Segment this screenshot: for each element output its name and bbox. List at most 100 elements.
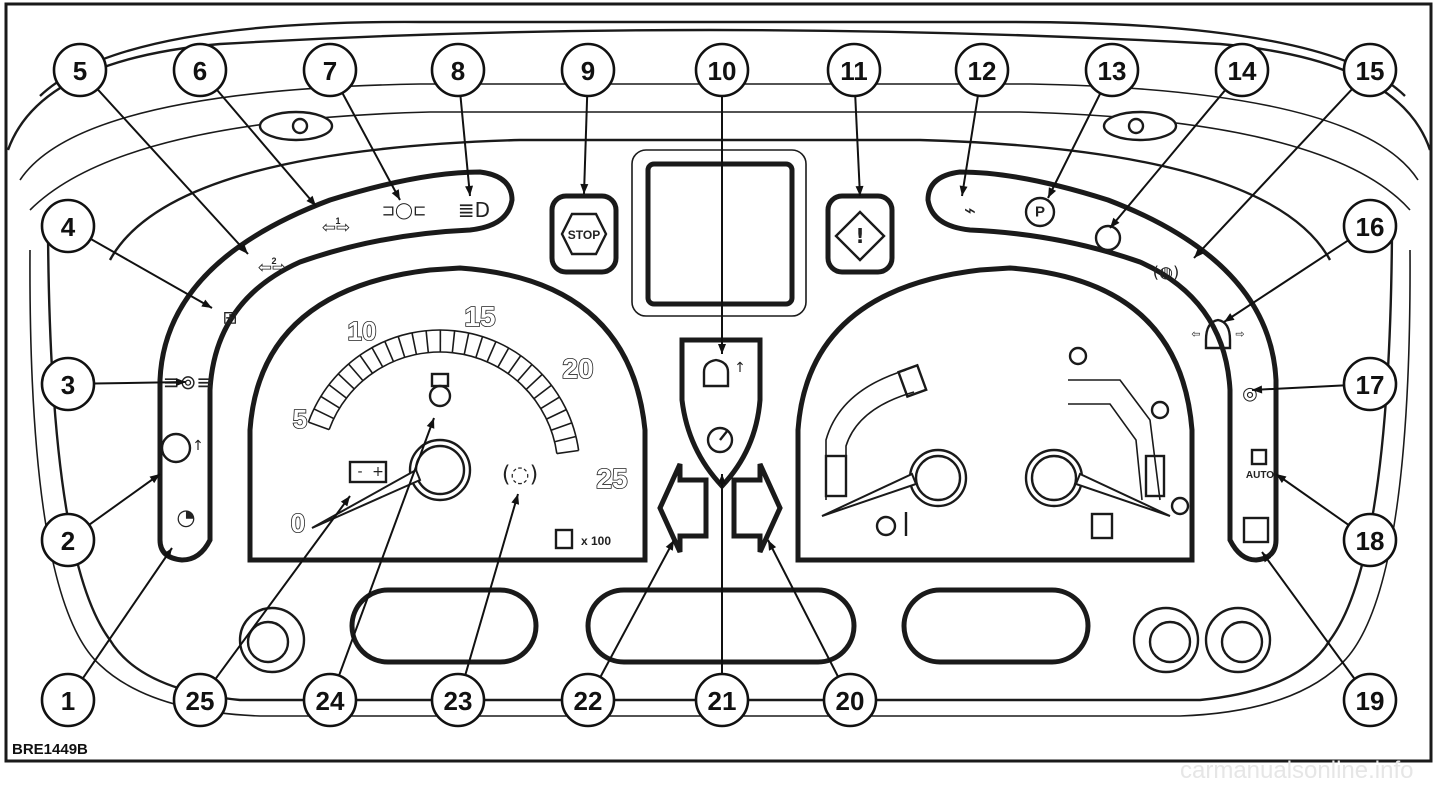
tachometer-hub [408,438,472,502]
auto-mode-icon [1250,448,1268,466]
right-mount-screw [1127,117,1145,135]
temp-gauge-hub [908,448,968,508]
callout-leader-4 [90,237,213,309]
trailer-2-indicator-icon: ⇦⇨ [258,258,287,278]
tach-tick [397,336,406,358]
callout-arrowhead-19 [1262,552,1272,563]
temp-arc-outer [845,391,915,496]
temp-arc-inner [825,369,907,500]
callout-leaders [81,88,1356,680]
callout-arrowhead-7 [391,189,400,200]
fuel-filter-icon [1242,516,1270,544]
callout-7-label: 7 [323,56,337,86]
right-switch-blank [901,587,1091,665]
right-warning-strip [925,169,1279,563]
right-mount-boss [1102,110,1178,142]
callout-24-label: 24 [316,686,345,716]
callout-leader-1 [81,547,173,680]
callout-8-label: 8 [451,56,465,86]
fuel-gauge-hub [1024,448,1084,508]
callout-leader-24 [338,417,435,676]
tach-tick [308,421,330,431]
callout-arrowhead-12 [959,185,968,196]
callout-8-bubble [430,42,486,98]
callout-leader-11 [854,95,861,197]
tach-tick [411,332,418,355]
transmission-temp-icon: ◎ [1242,384,1258,405]
callout-1-label: 1 [61,686,75,716]
tach-tick [347,363,364,382]
callout-24-bubble [302,672,358,728]
callout-leader-13 [1047,92,1102,199]
tach-tick [533,384,552,400]
callout-3-bubble [40,356,96,412]
callout-3-label: 3 [61,370,75,400]
tach-tick [525,373,543,390]
tachometer-scale [307,329,580,455]
trailer-brake-icon [1094,224,1122,252]
callout-leader-25 [214,495,351,680]
callout-21-bubble [694,672,750,728]
callout-leader-15 [1193,88,1353,259]
callout-arrowhead-24 [426,418,435,429]
fuel-pump-icon [1090,512,1114,540]
callout-18-bubble [1342,512,1398,568]
callout-2-label: 2 [61,526,75,556]
callout-23-bubble [430,672,486,728]
temp-hot-segment [896,363,928,399]
callout-arrowhead-3 [175,378,186,387]
tach-tick [546,408,567,420]
tach-label-15: 15 [464,301,495,332]
callout-arrowhead-2 [149,474,160,484]
fuel-consumption-icon [554,528,574,550]
right-control-knob-2 [1204,606,1272,674]
callout-14-label: 14 [1228,56,1257,86]
callout-leader-9 [583,95,589,195]
callout-20-label: 20 [836,686,865,716]
callout-leader-6 [216,89,317,207]
tach-tick [516,363,533,382]
callout-13-label: 13 [1098,56,1127,86]
watermark: carmanualsonline.info [1180,757,1413,784]
right-control-knob-1 [1132,606,1200,674]
callout-17-label: 17 [1356,370,1385,400]
work-lamp-icon: ◔ [176,506,195,531]
callout-22-bubble [560,672,616,728]
tach-tick [475,336,484,358]
callout-25-bubble [172,672,228,728]
arrow-up-icon: ↑ [734,360,746,376]
display-bezel [631,149,807,317]
fuel-gauge-needle [1074,472,1171,517]
callout-4-label: 4 [61,212,76,242]
fuel-low-segment [1144,454,1166,498]
tach-arc-0 [328,351,558,454]
central-display [645,161,795,307]
engine-oil-pressure-icon [702,358,730,388]
temp-gauge-hub-inner [914,454,962,502]
callout-15-label: 15 [1356,56,1385,86]
callout-17-bubble [1342,356,1398,412]
tach-label-5: 5 [293,404,307,434]
warning-diamond-icon [834,210,886,262]
callout-arrowhead-23 [511,494,520,505]
callout-arrowhead-16 [1224,313,1235,322]
callout-arrowhead-17 [1252,385,1263,394]
callout-leader-14 [1109,89,1227,229]
trailer-1-indicator-icon: ⇦⇨ [322,218,351,238]
fuel-full-marker [1068,346,1088,366]
temp-red-segment [824,454,848,498]
tach-tick [554,435,577,443]
stop-lamp-label: STOP [568,228,600,242]
stop-lamp-housing [549,193,619,275]
auto-label: AUTO [1246,470,1274,481]
callout-5-bubble [52,42,108,98]
callout-arrowhead-25 [340,496,350,507]
tach-tick [425,330,430,353]
callout-12-bubble [954,42,1010,98]
tach-tick [507,355,522,375]
left-switch-blank [349,587,539,665]
callout-13-bubble [1084,42,1140,98]
temp-gauge-needle [821,472,918,517]
callout-20-bubble [822,672,878,728]
